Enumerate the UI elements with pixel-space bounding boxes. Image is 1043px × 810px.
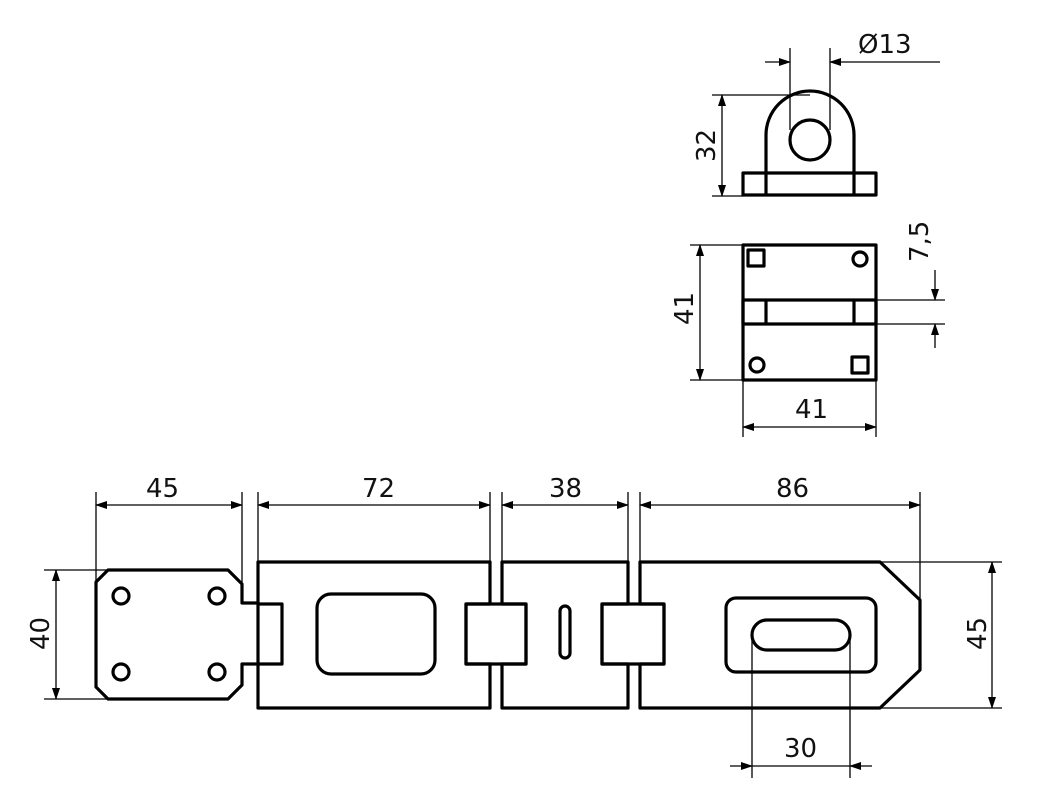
staple-slot xyxy=(750,618,852,652)
dim-plate-width: 41 xyxy=(795,395,828,425)
dim-staple-height: 32 xyxy=(692,129,722,162)
hinge-knuckle xyxy=(600,602,666,666)
dim-base-width: 45 xyxy=(146,474,179,504)
hasp-leaf-2 xyxy=(500,560,630,710)
dim-plate-height: 41 xyxy=(670,292,700,325)
hinge-knuckle xyxy=(464,602,528,666)
hasp-leaf-1 xyxy=(256,560,492,710)
staple-slot-bar xyxy=(741,298,878,326)
staple-side-view: Ø13 32 xyxy=(692,30,940,197)
dim-hole-diameter: Ø13 xyxy=(858,30,912,60)
leaf-window xyxy=(315,592,437,676)
staple-top-view: 41 41 7,5 xyxy=(670,221,945,437)
hasp-leaf-3 xyxy=(638,560,922,710)
dim-slot-length: 30 xyxy=(784,734,817,764)
dim-hasp-height: 45 xyxy=(963,617,993,650)
staple-eye xyxy=(764,89,856,195)
staple-base-plate xyxy=(741,171,878,197)
dim-leaf-1: 72 xyxy=(362,474,395,504)
leaf-slot xyxy=(558,604,572,660)
staple-eye-hole xyxy=(788,118,832,162)
screw-hole xyxy=(111,662,131,682)
hasp-front-view: 45 72 38 86 40 45 30 xyxy=(26,474,1002,778)
dim-leaf-2: 38 xyxy=(549,474,582,504)
dim-slot-offset: 7,5 xyxy=(905,221,935,262)
screw-hole xyxy=(111,586,131,606)
square-hole xyxy=(850,355,870,375)
square-hole xyxy=(746,248,766,268)
screw-hole xyxy=(207,662,227,682)
screw-hole xyxy=(207,586,227,606)
round-hole xyxy=(851,250,869,268)
staple-opening xyxy=(724,596,878,674)
dim-base-height: 40 xyxy=(26,617,56,650)
round-hole xyxy=(748,356,766,374)
dim-leaf-3: 86 xyxy=(776,474,809,504)
